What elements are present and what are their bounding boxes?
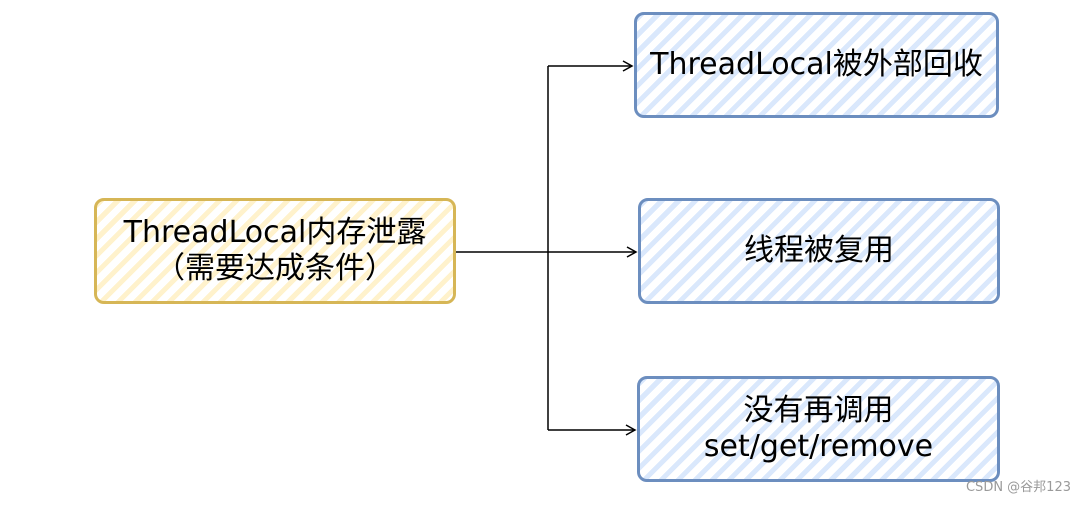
target-node-3-label-line1: 没有再调用 [743,393,894,428]
target-node-2[interactable]: 线程被复用 [638,198,1000,304]
target-node-1-label: ThreadLocal被外部回收 [650,47,983,82]
target-node-3-label-line2: set/get/remove [703,429,934,464]
source-node-subtitle: （需要达成条件） [155,251,395,286]
source-node[interactable]: ThreadLocal内存泄露 （需要达成条件） [94,198,456,304]
target-node-3[interactable]: 没有再调用 set/get/remove [637,376,1000,482]
source-node-title: ThreadLocal内存泄露 [123,215,427,250]
target-node-1[interactable]: ThreadLocal被外部回收 [634,12,999,118]
target-node-2-label: 线程被复用 [744,233,894,268]
watermark-text: CSDN @谷邦123 [965,480,1071,495]
